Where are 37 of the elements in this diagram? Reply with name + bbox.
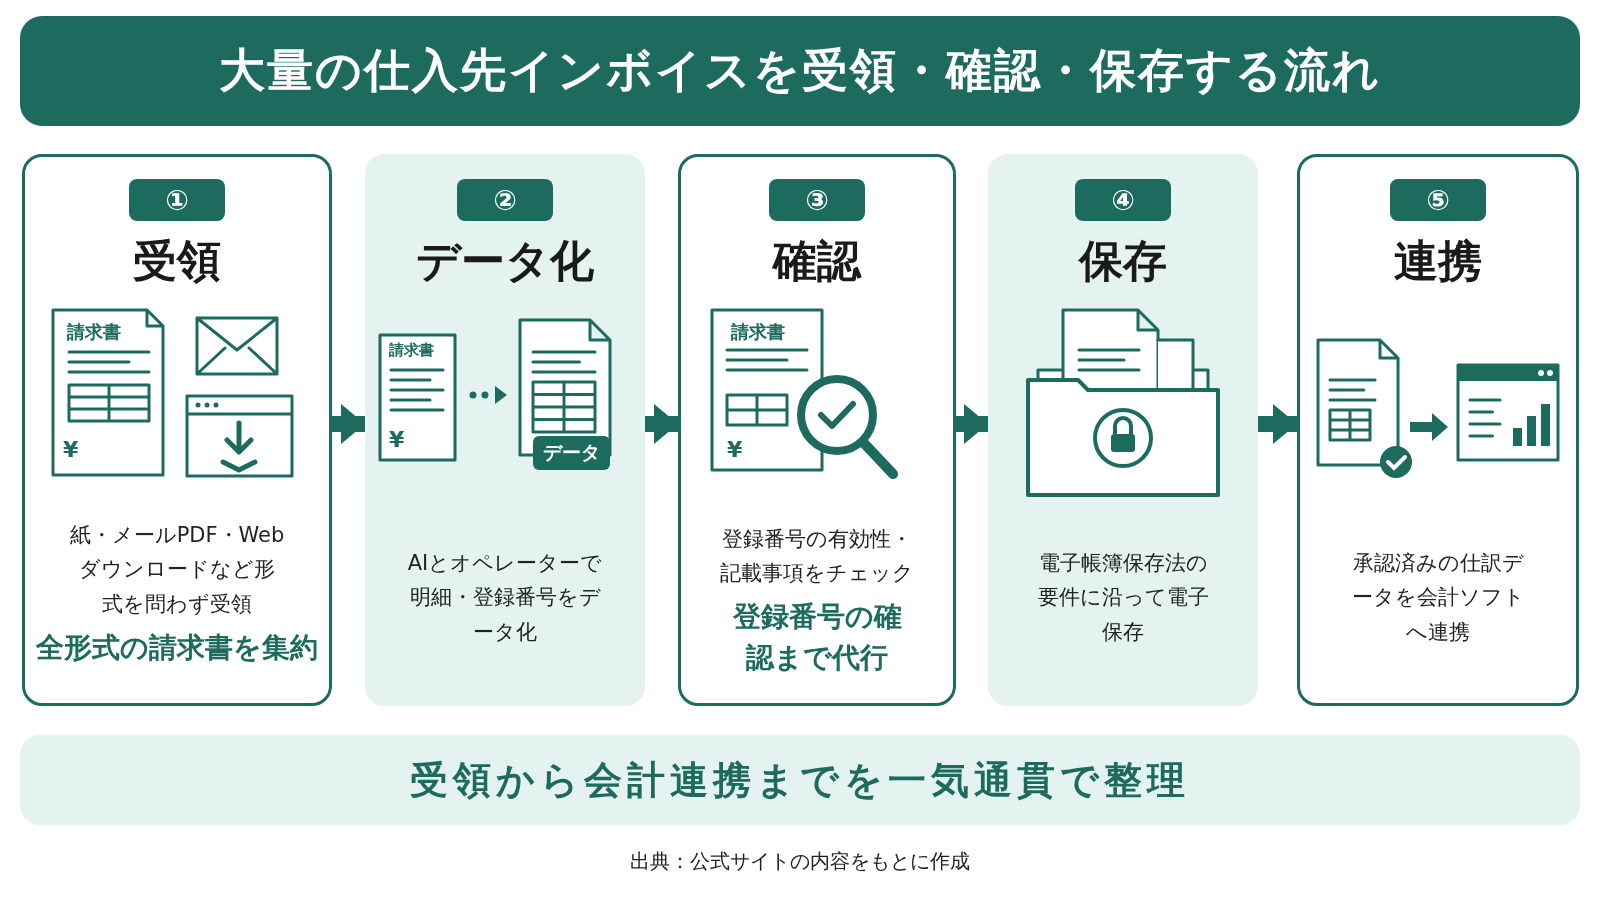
flow-arrow [1258, 404, 1297, 444]
flow-arrow [645, 404, 678, 444]
step-heading: データ化 [416, 235, 594, 288]
flow-arrow [956, 404, 988, 444]
step-highlight: 全形式の請求書を集約 [35, 629, 319, 666]
step-description: 承認済みの仕訳データを会計ソフトへ連携 [1350, 549, 1526, 647]
flow-arrow [332, 404, 365, 444]
step-heading: 確認 [773, 235, 861, 288]
step-description: 紙・メールPDF・Webダウンロードなど形式を問わず受領 [69, 521, 285, 619]
invoice-label: 請求書 [731, 321, 785, 342]
step-description: 電子帳簿保存法の要件に沿って電子保存 [1036, 549, 1210, 647]
invoice-label: 請求書 [389, 341, 434, 359]
yen-sign: ¥ [727, 437, 743, 462]
title-bar: 大量の仕入先インボイスを受領・確認・保存する流れ [20, 16, 1580, 126]
step-description: 登録番号の有効性・記載事項をチェック [719, 525, 915, 588]
step-highlight: 登録番号の確認まで代行 [731, 599, 903, 676]
data-tag: データ [533, 435, 610, 470]
step-number-badge: ③ [769, 179, 865, 221]
step-heading: 連携 [1394, 235, 1482, 288]
step-card [22, 154, 332, 706]
source-caption: 出典：公式サイトの内容をもとに作成 [629, 848, 971, 875]
step-card [988, 154, 1258, 706]
invoice-label: 請求書 [67, 321, 121, 342]
step-number-badge: ⑤ [1390, 179, 1486, 221]
step-number-badge: ④ [1075, 179, 1171, 221]
summary-band [20, 735, 1580, 825]
step-heading: 受領 [133, 235, 221, 288]
step-heading: 保存 [1079, 235, 1167, 288]
step-number-badge: ② [457, 179, 553, 221]
yen-sign: ¥ [389, 427, 405, 452]
step-card [1297, 154, 1579, 706]
step-card [678, 154, 956, 706]
step-card [365, 154, 645, 706]
summary-text: 受領から会計連携までを一気通貫で整理 [410, 756, 1190, 804]
step-description: AIとオペレーターで明細・登録番号をデータ化 [406, 549, 604, 647]
yen-sign: ¥ [63, 437, 79, 462]
step-number-badge: ① [129, 179, 225, 221]
